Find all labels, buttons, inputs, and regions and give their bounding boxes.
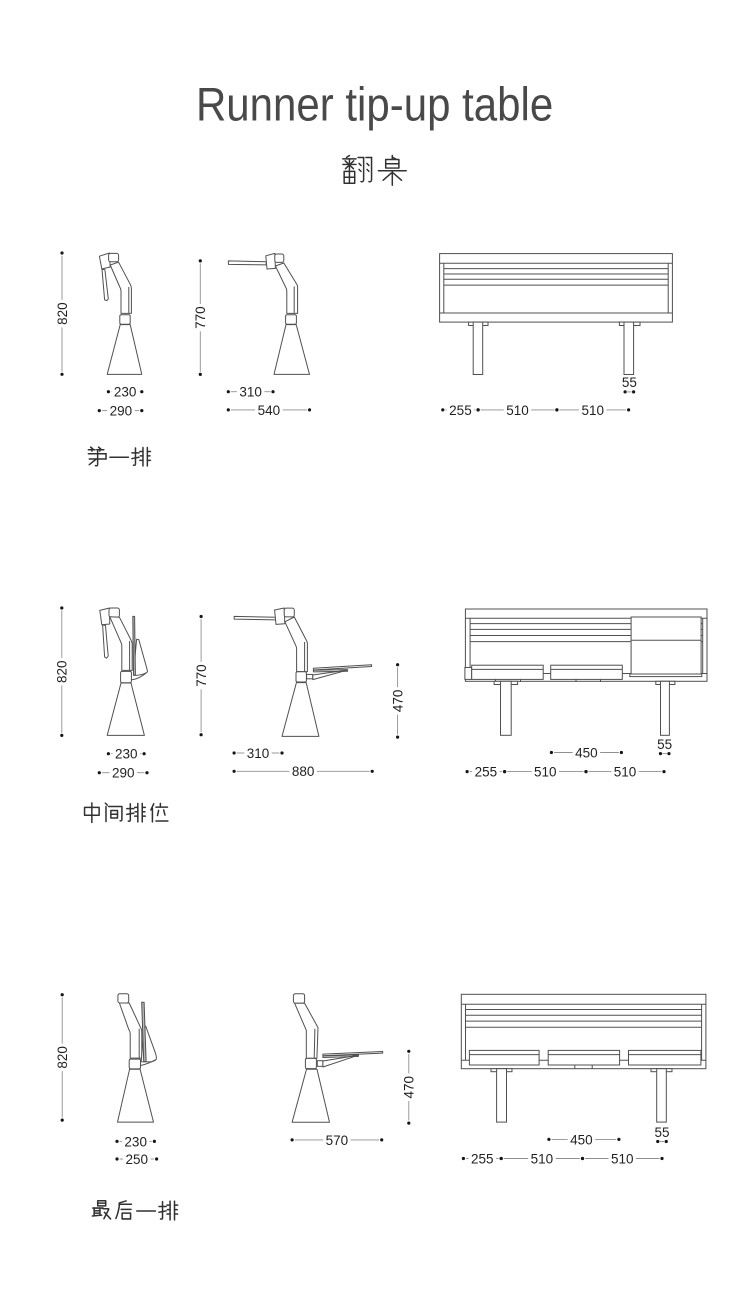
svg-text:470: 470 bbox=[390, 690, 405, 713]
svg-text:820: 820 bbox=[55, 660, 70, 683]
svg-text:250: 250 bbox=[126, 1152, 149, 1167]
svg-text:570: 570 bbox=[326, 1133, 349, 1148]
svg-text:450: 450 bbox=[570, 1132, 593, 1147]
svg-text:820: 820 bbox=[55, 302, 70, 325]
svg-text:470: 470 bbox=[402, 1076, 417, 1099]
svg-text:255: 255 bbox=[475, 764, 498, 779]
svg-text:450: 450 bbox=[575, 745, 598, 760]
svg-text:820: 820 bbox=[55, 1046, 70, 1069]
svg-text:880: 880 bbox=[292, 764, 315, 779]
svg-text:55: 55 bbox=[654, 1125, 669, 1140]
svg-text:510: 510 bbox=[531, 1151, 554, 1166]
svg-text:290: 290 bbox=[112, 766, 135, 781]
svg-text:310: 310 bbox=[239, 385, 262, 400]
svg-text:290: 290 bbox=[110, 403, 133, 418]
svg-text:540: 540 bbox=[258, 403, 281, 418]
svg-text:510: 510 bbox=[581, 403, 604, 418]
svg-text:55: 55 bbox=[657, 737, 672, 752]
svg-text:230: 230 bbox=[114, 385, 137, 400]
svg-text:255: 255 bbox=[471, 1151, 494, 1166]
svg-text:230: 230 bbox=[124, 1134, 147, 1149]
svg-text:55: 55 bbox=[622, 375, 637, 390]
svg-text:510: 510 bbox=[611, 1151, 634, 1166]
svg-text:Runner tip-up table: Runner tip-up table bbox=[196, 78, 553, 131]
svg-text:510: 510 bbox=[614, 764, 637, 779]
svg-text:230: 230 bbox=[115, 747, 138, 762]
svg-text:255: 255 bbox=[449, 403, 472, 418]
svg-text:770: 770 bbox=[193, 306, 208, 329]
svg-text:310: 310 bbox=[247, 746, 270, 761]
svg-text:510: 510 bbox=[506, 403, 529, 418]
svg-text:510: 510 bbox=[534, 764, 557, 779]
svg-text:770: 770 bbox=[194, 664, 209, 687]
